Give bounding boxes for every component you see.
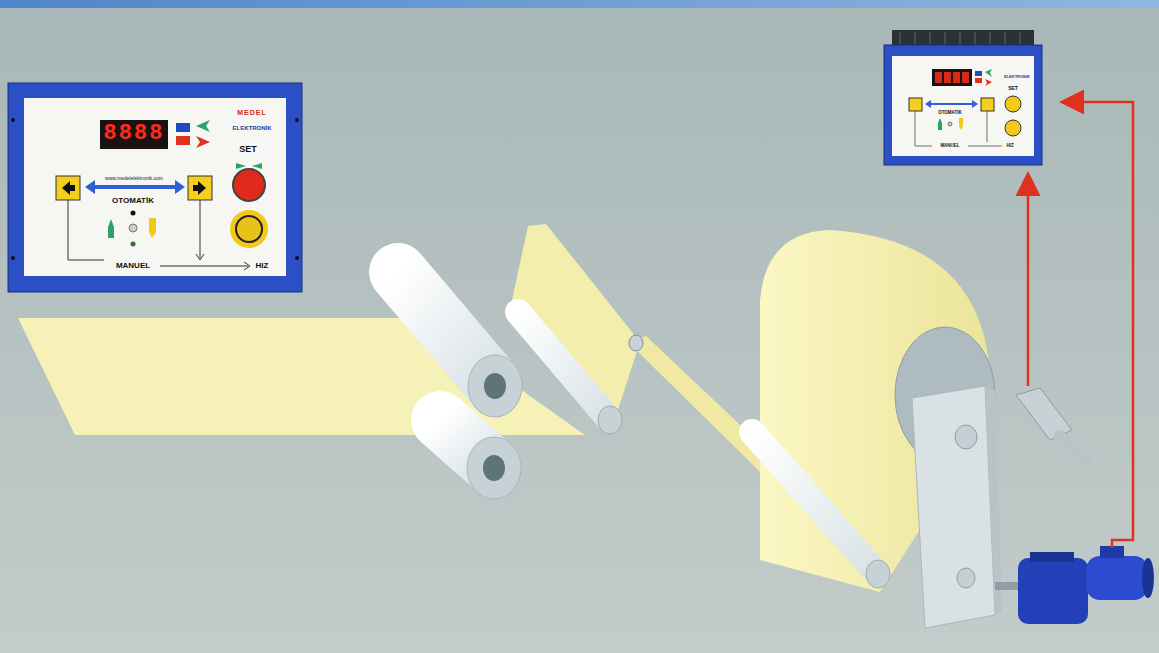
mode-label: OTOMATİK <box>112 197 154 206</box>
mode-label: MANUEL <box>938 144 961 149</box>
controller-panel: ELEKTRONİK SET OTOMATİK MANUEL HIZ <box>884 45 1042 165</box>
website-url: www.medelelektronik.com <box>105 176 163 182</box>
button-label: SET <box>1008 86 1018 92</box>
button-label: SET <box>239 145 257 155</box>
brand-name: ELEKTRONİK <box>1004 75 1030 79</box>
speed-label: HIZ <box>1004 144 1015 149</box>
speed-label: HIZ <box>254 262 271 271</box>
controller-panel: 8888 MEDEL ELEKTRONİK SET www.medelelektroni… <box>8 83 302 292</box>
mode-label: OTOMATİK <box>938 111 962 116</box>
display-digits: 8888 <box>104 122 165 146</box>
mode-label: MANUEL <box>114 262 152 271</box>
brand-logo: MEDEL <box>237 109 267 117</box>
brand-name: ELEKTRONİK <box>233 125 272 132</box>
